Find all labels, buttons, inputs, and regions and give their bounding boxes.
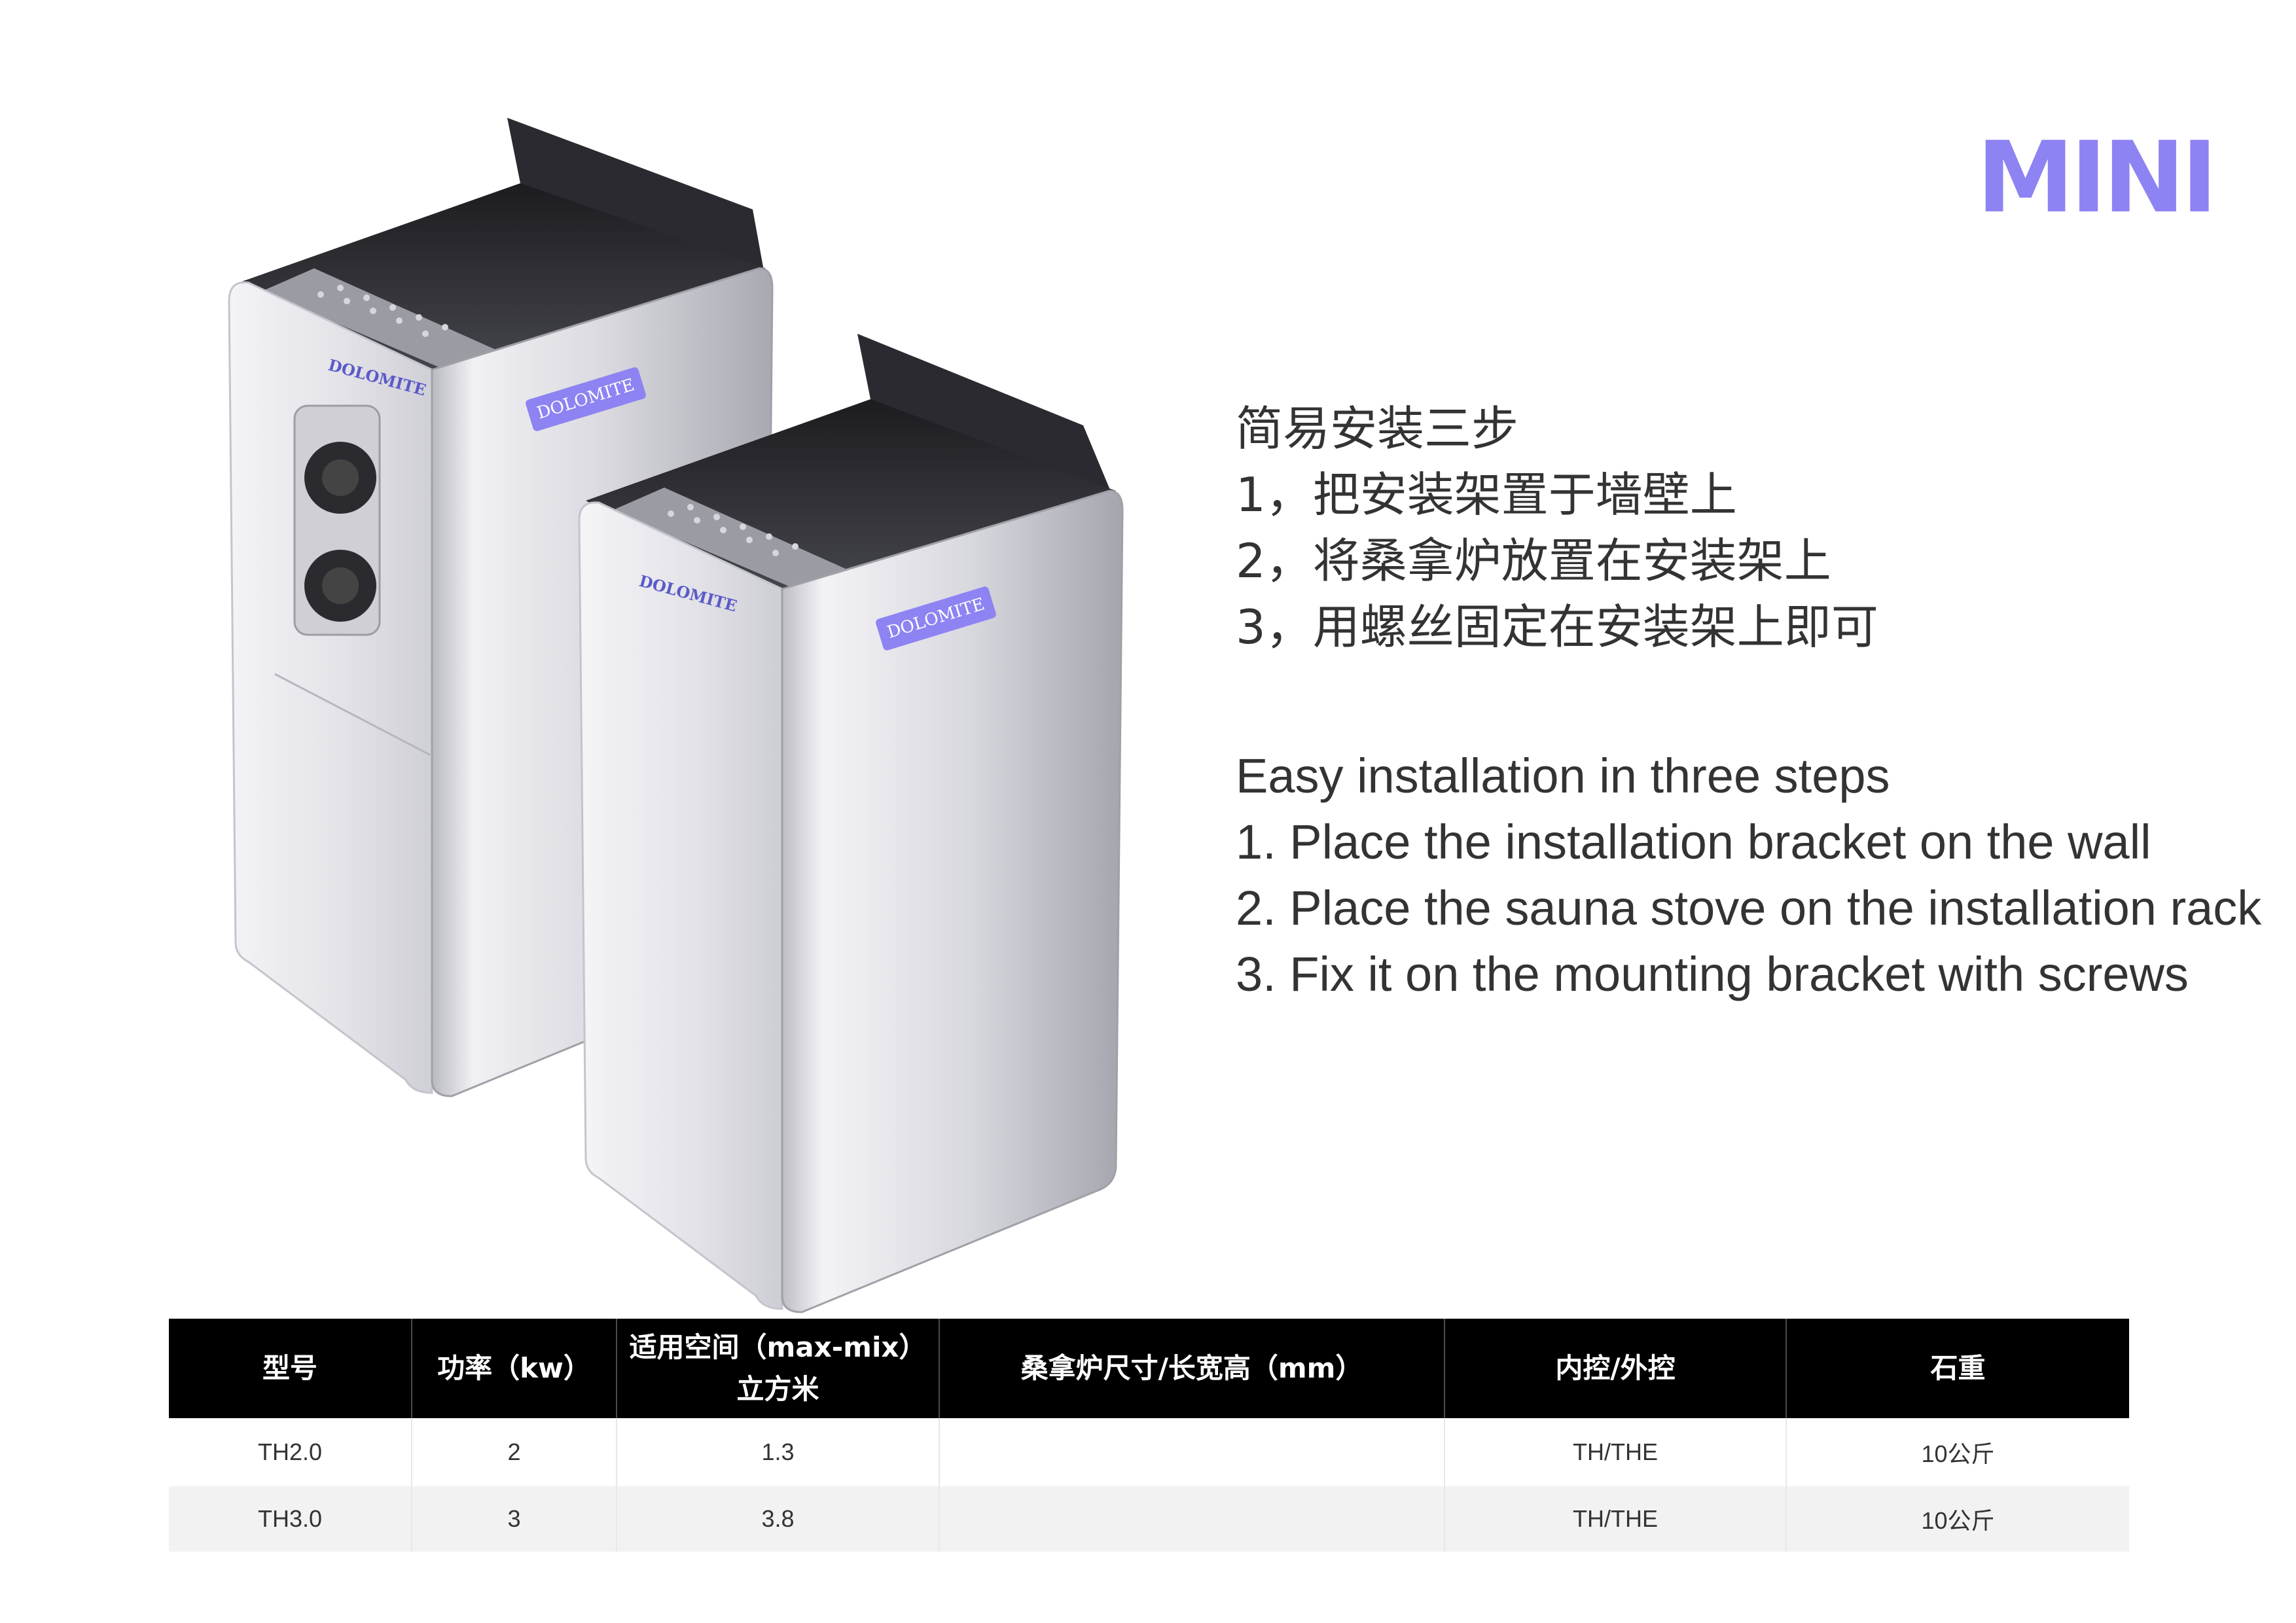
cell-control: TH/THE bbox=[1444, 1486, 1787, 1552]
table-row: TH3.0 3 3.8 TH/THE 10公斤 bbox=[169, 1486, 2129, 1552]
cell-dimensions bbox=[939, 1418, 1445, 1486]
steps-en-step-3: 3. Fix it on the mounting bracket with s… bbox=[1236, 947, 2189, 1001]
steps-en-title: Easy installation in three steps bbox=[1236, 749, 1890, 803]
cell-model: TH2.0 bbox=[169, 1418, 412, 1486]
header-model: 型号 bbox=[169, 1319, 412, 1418]
steps-english: Easy installation in three steps 1. Plac… bbox=[1236, 743, 2261, 1007]
header-space-line2: 立方米 bbox=[736, 1373, 819, 1405]
stove-image-right: DOLOMITE DOLOMITE bbox=[578, 334, 1124, 1313]
cell-model: TH3.0 bbox=[169, 1486, 412, 1552]
steps-cn-step-2: 2，将桑拿炉放置在安装架上 bbox=[1236, 533, 1831, 588]
cell-control: TH/THE bbox=[1444, 1418, 1787, 1486]
table-header-row: 型号 功率（kw） 适用空间（max-mix） 立方米 桑拿炉尺寸/长宽高（mm… bbox=[169, 1319, 2129, 1418]
header-stone-weight: 石重 bbox=[1786, 1319, 2129, 1418]
header-space: 适用空间（max-mix） 立方米 bbox=[617, 1319, 940, 1418]
cell-power: 3 bbox=[412, 1486, 617, 1552]
steps-en-step-1: 1. Place the installation bracket on the… bbox=[1236, 815, 2151, 869]
cell-power: 2 bbox=[412, 1418, 617, 1486]
steps-en-step-2: 2. Place the sauna stove on the installa… bbox=[1236, 881, 2262, 935]
cell-stone-weight: 10公斤 bbox=[1786, 1486, 2129, 1552]
header-dimensions: 桑拿炉尺寸/长宽高（mm） bbox=[939, 1319, 1445, 1418]
cell-space: 3.8 bbox=[617, 1486, 940, 1552]
steps-cn-step-3: 3，用螺丝固定在安装架上即可 bbox=[1236, 599, 1878, 654]
header-space-line1: 适用空间（max-mix） bbox=[629, 1331, 927, 1363]
page-title: MINI bbox=[1977, 121, 2217, 235]
steps-cn-step-1: 1，把安装架置于墙壁上 bbox=[1236, 467, 1737, 522]
spec-table: 型号 功率（kw） 适用空间（max-mix） 立方米 桑拿炉尺寸/长宽高（mm… bbox=[169, 1319, 2129, 1552]
steps-cn-title: 简易安装三步 bbox=[1236, 401, 1519, 456]
steps-chinese: 简易安装三步 1，把安装架置于墙壁上 2，将桑拿炉放置在安装架上 3，用螺丝固定… bbox=[1236, 396, 1878, 660]
cell-stone-weight: 10公斤 bbox=[1786, 1418, 2129, 1486]
header-control: 内控/外控 bbox=[1444, 1319, 1787, 1418]
header-power: 功率（kw） bbox=[412, 1319, 617, 1418]
cell-dimensions bbox=[939, 1486, 1445, 1552]
cell-space: 1.3 bbox=[617, 1418, 940, 1486]
table-row: TH2.0 2 1.3 TH/THE 10公斤 bbox=[169, 1418, 2129, 1486]
